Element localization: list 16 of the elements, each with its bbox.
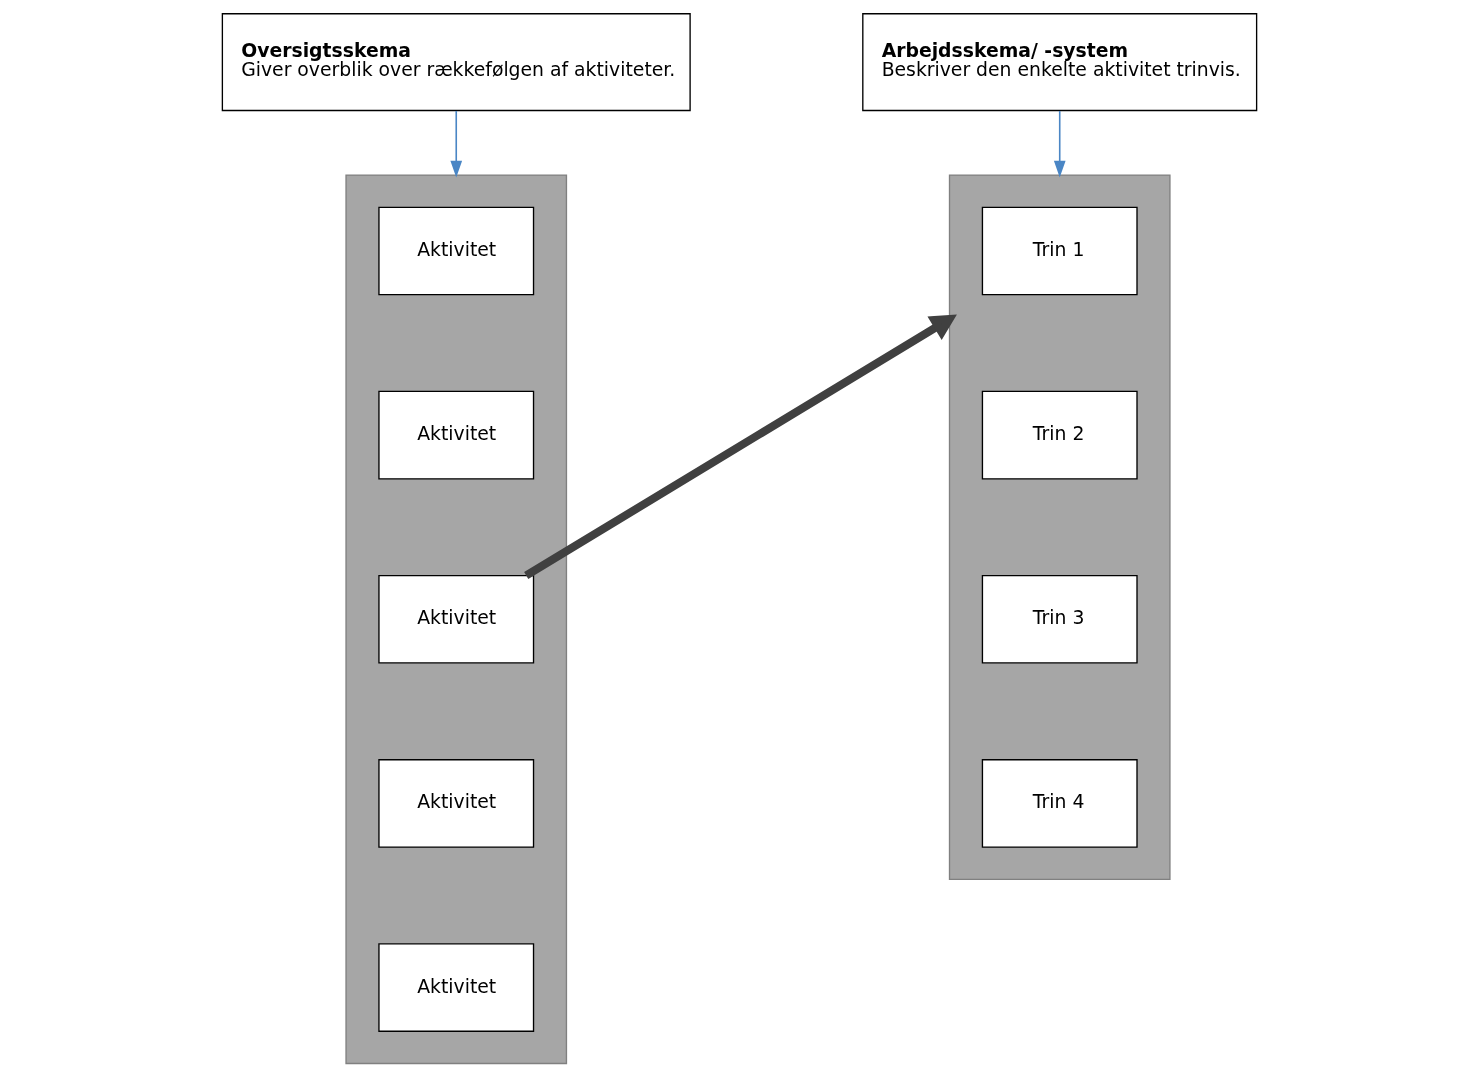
cluster [345,174,568,1065]
node-box: Trin 4 [981,759,1138,848]
node-box: Aktivitet [378,759,535,848]
node-box: Aktivitet [378,206,535,296]
arrow [450,110,463,178]
node-box: Aktivitet [378,390,535,480]
node-box: Trin 3 [981,574,1138,664]
arrow [524,314,957,579]
cluster [948,174,1171,880]
node-box: Aktivitet [378,943,535,1032]
node-box: Oversigtsskema Giver overblik over rækkefølgen af aktiviteter. [221,13,691,112]
node-box: Trin 2 [981,390,1138,480]
node-box: Trin 1 [981,206,1138,296]
node-box: Aktivitet [378,574,535,664]
node-box: Arbejdsskema/ -system Beskriver den enkelte aktivitet trinvis. [862,13,1258,112]
arrow [1053,110,1066,178]
